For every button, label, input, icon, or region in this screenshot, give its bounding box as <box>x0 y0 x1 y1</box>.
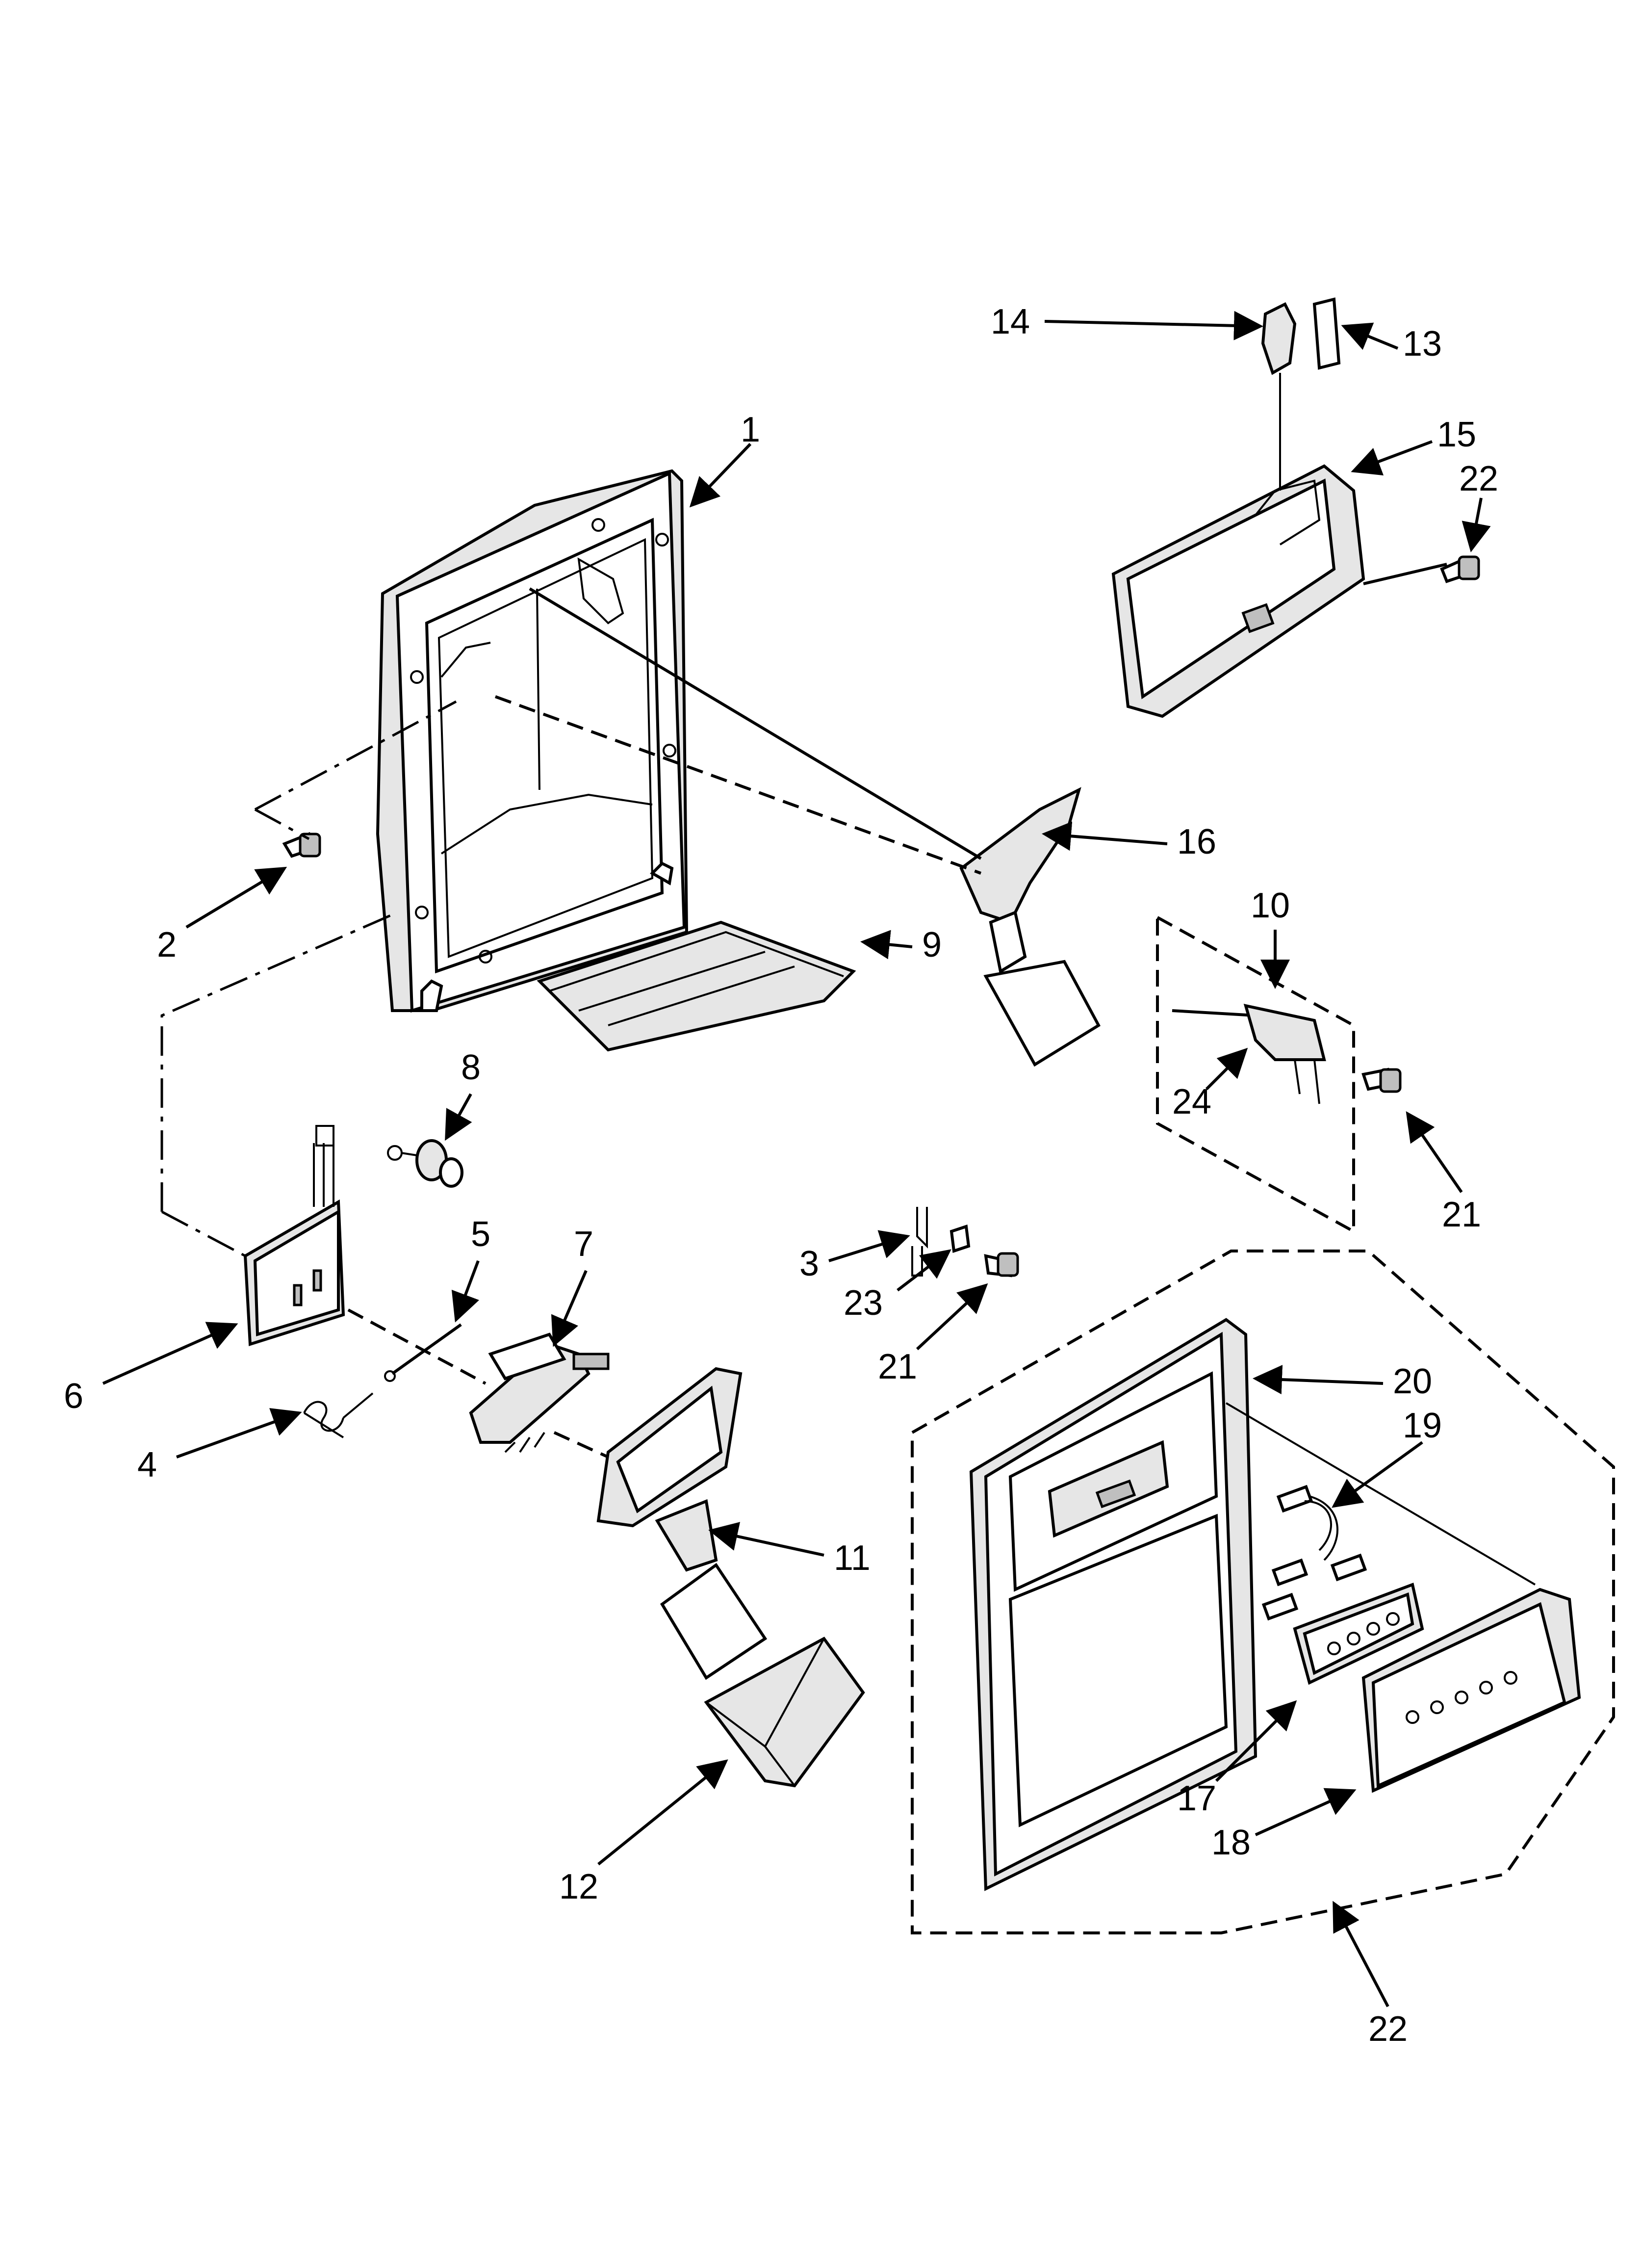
svg-text:9: 9 <box>922 925 942 965</box>
callout-17: 17 <box>1177 1700 1297 1818</box>
callout-3: 3 <box>799 1230 910 1283</box>
damper-part-8 <box>387 1139 463 1188</box>
svg-text:5: 5 <box>471 1215 490 1254</box>
housing-part-1 <box>376 469 689 1013</box>
drip-tray-part-12 <box>704 1637 865 1788</box>
callout-8: 8 <box>445 1048 481 1141</box>
svg-text:22: 22 <box>1368 2009 1408 2049</box>
callout-19: 19 <box>1332 1406 1442 1508</box>
svg-text:4: 4 <box>137 1445 157 1485</box>
callout-24: 24 <box>1172 1047 1248 1121</box>
screw-part-22-upper <box>1440 555 1480 583</box>
callout-15: 15 <box>1351 415 1476 476</box>
callout-5: 5 <box>451 1215 490 1323</box>
leader-line-5 <box>347 1308 487 1385</box>
svg-text:6: 6 <box>64 1377 83 1416</box>
lever-arm-part-24 <box>1172 1004 1326 1104</box>
svg-text:3: 3 <box>799 1244 819 1283</box>
ice-paddle-part-16 <box>959 787 1101 1067</box>
housing-to-paddle-line <box>529 587 982 860</box>
svg-text:10: 10 <box>1251 886 1290 925</box>
svg-text:12: 12 <box>559 1867 598 1906</box>
svg-text:22: 22 <box>1459 459 1498 498</box>
callout-16: 16 <box>1042 821 1216 861</box>
leader-line-6 <box>160 911 398 1257</box>
svg-text:21: 21 <box>878 1347 917 1386</box>
svg-text:16: 16 <box>1177 822 1216 861</box>
callout-23: 23 <box>844 1249 951 1323</box>
switch-part-14 <box>1261 302 1297 491</box>
switch-bracket-part-15 <box>1111 464 1365 718</box>
svg-text:1: 1 <box>741 410 760 449</box>
svg-text:2: 2 <box>157 925 177 965</box>
screw-part-21-left <box>984 1252 1019 1277</box>
control-cover-part-18 <box>1361 1588 1581 1793</box>
callout-20: 20 <box>1253 1362 1432 1401</box>
callout-14: 14 <box>991 302 1263 341</box>
clip-part-3 <box>911 1207 928 1277</box>
callout-22-upper: 22 <box>1459 459 1498 552</box>
svg-text:7: 7 <box>574 1225 593 1264</box>
svg-text:15: 15 <box>1437 415 1476 454</box>
callout-10: 10 <box>1251 886 1290 989</box>
actuator-part-7 <box>469 1332 610 1453</box>
svg-text:24: 24 <box>1172 1082 1211 1121</box>
callout-21-right: 21 <box>1406 1111 1481 1234</box>
spring-part-4 <box>303 1392 374 1438</box>
callout-13: 13 <box>1341 322 1442 364</box>
svg-text:18: 18 <box>1211 1823 1251 1862</box>
housing-to-paddle-dash <box>494 695 982 875</box>
screw-part-2 <box>282 832 321 858</box>
svg-text:21: 21 <box>1442 1195 1481 1234</box>
plate-part-23 <box>949 1224 971 1253</box>
panel-to-cover-line <box>1225 1402 1536 1586</box>
wire-harness-part-19 <box>1261 1485 1367 1621</box>
callout-4: 4 <box>137 1408 302 1485</box>
callout-21-left: 21 <box>878 1283 988 1386</box>
callout-11: 11 <box>708 1522 871 1578</box>
leader-line-2 <box>254 700 457 840</box>
screw-22-leader <box>1363 563 1447 585</box>
group-box-22 <box>911 1250 1615 1934</box>
svg-text:17: 17 <box>1177 1779 1216 1818</box>
svg-text:19: 19 <box>1403 1406 1442 1445</box>
group-box-10 <box>1156 914 1355 1234</box>
callout-2: 2 <box>157 866 287 965</box>
svg-text:11: 11 <box>834 1538 871 1578</box>
insulator-part-13 <box>1312 297 1341 370</box>
callout-22-lower: 22 <box>1333 1901 1408 2049</box>
callout-1: 1 <box>689 410 760 508</box>
svg-text:23: 23 <box>844 1283 883 1323</box>
callout-9: 9 <box>860 925 942 965</box>
callout-18: 18 <box>1211 1788 1357 1862</box>
svg-text:13: 13 <box>1403 324 1442 364</box>
svg-text:14: 14 <box>991 302 1030 341</box>
module-part-6 <box>243 1125 345 1347</box>
front-panel-part-20 <box>969 1318 1257 1891</box>
chute-door-part-9 <box>537 920 856 1052</box>
callout-6: 6 <box>64 1322 238 1416</box>
callout-12: 12 <box>559 1759 728 1906</box>
pin-part-5 <box>384 1323 462 1382</box>
svg-text:8: 8 <box>461 1048 481 1087</box>
water-lever-part-11 <box>596 1367 768 1680</box>
svg-text:20: 20 <box>1393 1362 1432 1401</box>
leader-line-7 <box>553 1431 609 1459</box>
screw-part-21-right <box>1361 1068 1402 1093</box>
control-board-part-17 <box>1293 1582 1424 1685</box>
callout-7: 7 <box>551 1225 593 1347</box>
